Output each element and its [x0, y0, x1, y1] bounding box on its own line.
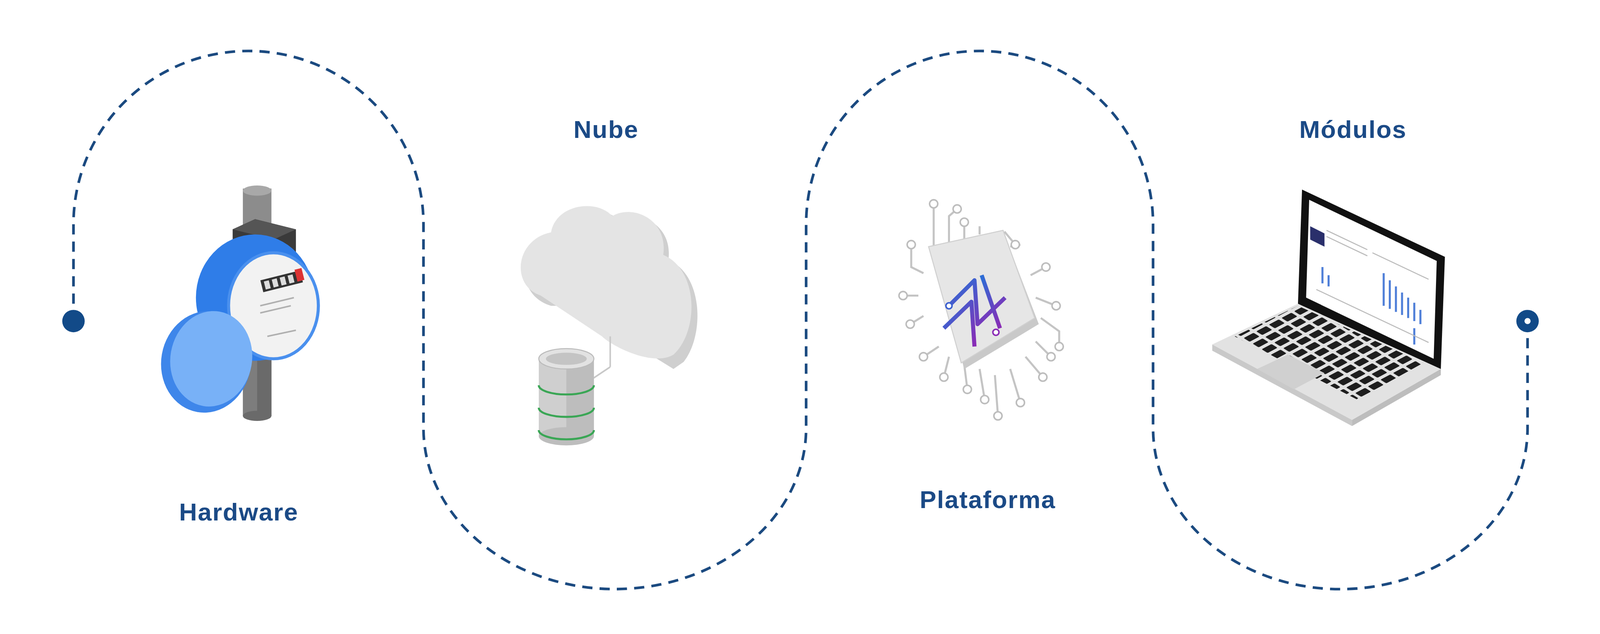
step-label: Nube: [573, 116, 639, 144]
start-dot: [62, 310, 85, 333]
cloud-icon: [520, 206, 698, 380]
platform-logo: [944, 275, 1006, 347]
step-label: Módulos: [1299, 116, 1407, 144]
water-meter-icon: [153, 185, 319, 422]
laptop-screen-ui: [1310, 226, 1429, 345]
end-dot-center: [1524, 318, 1531, 325]
step-label: Hardware: [179, 498, 299, 526]
step-label: Plataforma: [919, 486, 1056, 514]
database-icon: [538, 348, 594, 446]
chip-icon: [898, 200, 1064, 421]
end-dot: [1516, 310, 1539, 333]
laptop-icon: [1212, 189, 1446, 427]
dashed-route: [73, 50, 1528, 590]
